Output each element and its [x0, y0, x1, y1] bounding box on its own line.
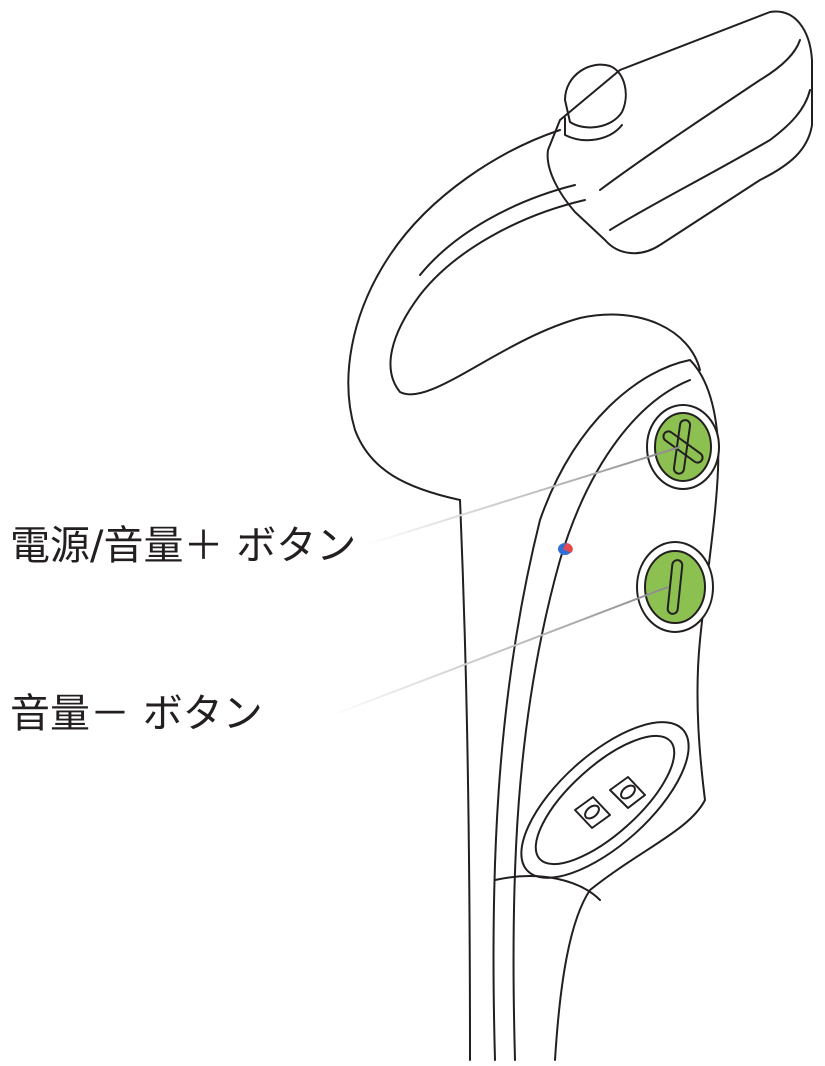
charging-contacts-icon	[574, 776, 646, 829]
housing-inner-edge	[512, 379, 691, 1061]
transducer-pad-outline	[546, 10, 813, 255]
pad-knob-base	[564, 117, 623, 142]
leader-line-volume-up	[364, 446, 681, 546]
indicator-led	[558, 543, 573, 555]
band-inner-curve	[389, 199, 701, 396]
volume-down-button-label: 音量－ ボタン	[10, 691, 263, 737]
band-outer-curve	[347, 129, 561, 501]
transducer-pad-lower-edge	[609, 89, 811, 231]
pad-knob-outline	[564, 63, 627, 129]
transducer-pad-inner-edge	[599, 39, 801, 191]
minus-icon	[666, 559, 684, 615]
charging-port-recess-outer	[520, 721, 690, 879]
housing-lower-bevel	[494, 875, 601, 901]
plus-icon	[662, 419, 704, 475]
leader-line-volume-down	[329, 586, 669, 717]
volume-up-button-label: 電源/音量＋ ボタン	[10, 523, 357, 569]
volume-up-button[interactable]	[646, 404, 720, 490]
housing-outline	[459, 499, 471, 1061]
volume-down-button[interactable]	[636, 541, 714, 633]
housing-front-edge	[492, 359, 720, 1061]
charging-port-recess-inner	[534, 734, 676, 866]
band-inner-highlight	[419, 184, 576, 276]
